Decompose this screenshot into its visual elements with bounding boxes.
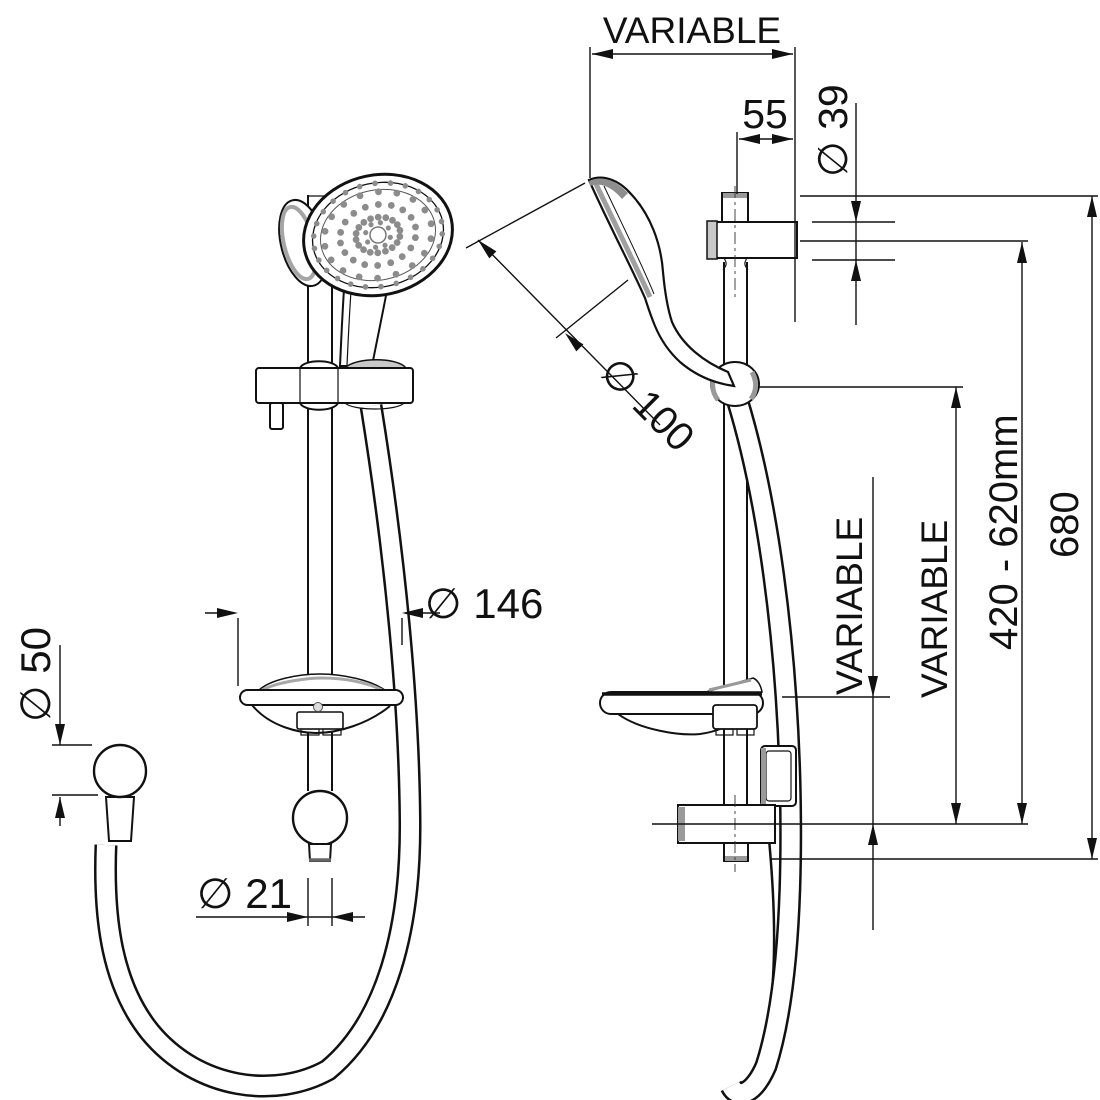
side-head-face-band — [593, 182, 653, 299]
front-shower-head — [302, 172, 454, 298]
side-view — [587, 176, 803, 1100]
nozzle-dots — [310, 180, 446, 290]
dimension-labels: VARIABLE 55 ∅ 39 ∅ 100 ∅ 146 ∅ 50 ∅ 21 V… — [12, 10, 1087, 917]
side-head-rim-shade — [589, 178, 628, 199]
dim-adjustable-range-label: 420 - 620mm — [982, 414, 1026, 650]
dim-dish-diameter-label: ∅ 146 — [425, 580, 543, 627]
front-wall-outlet — [92, 743, 148, 842]
dim-upper-variable-label: VARIABLE — [829, 517, 870, 695]
front-hose-core — [96, 404, 420, 1095]
side-hose-core — [722, 396, 800, 1100]
side-hand-shower — [587, 176, 736, 388]
dimension-arrows — [55, 49, 1097, 922]
front-view — [92, 172, 454, 1098]
front-dish-screw — [313, 702, 323, 712]
front-soap-dish — [239, 673, 404, 736]
side-soap-dish — [599, 677, 764, 736]
side-bottom-bracket — [677, 795, 776, 872]
dim-rail-diameter-label: ∅ 21 — [197, 870, 292, 917]
dim-overall-height-label: 680 — [1043, 491, 1087, 558]
side-outlet-plate — [760, 745, 797, 807]
front-slider-block — [255, 360, 414, 430]
front-handle-line — [346, 290, 352, 366]
front-rail-knob — [291, 789, 349, 862]
dim-bracket-offset-label: 55 — [742, 91, 788, 137]
dim-outlet-diameter-label: ∅ 50 — [12, 627, 59, 722]
dimension-lines — [52, 47, 1098, 930]
front-hose-outline — [94, 404, 422, 1098]
dim-bracket-diameter-label: ∅ 39 — [810, 84, 856, 177]
dim-lower-variable-label: VARIABLE — [914, 520, 955, 698]
side-top-bracket — [706, 186, 798, 300]
front-lock-pin — [269, 402, 284, 430]
dim-top-width-label: VARIABLE — [603, 10, 781, 51]
front-head-center — [369, 226, 387, 244]
front-outlet-ball — [92, 743, 148, 799]
